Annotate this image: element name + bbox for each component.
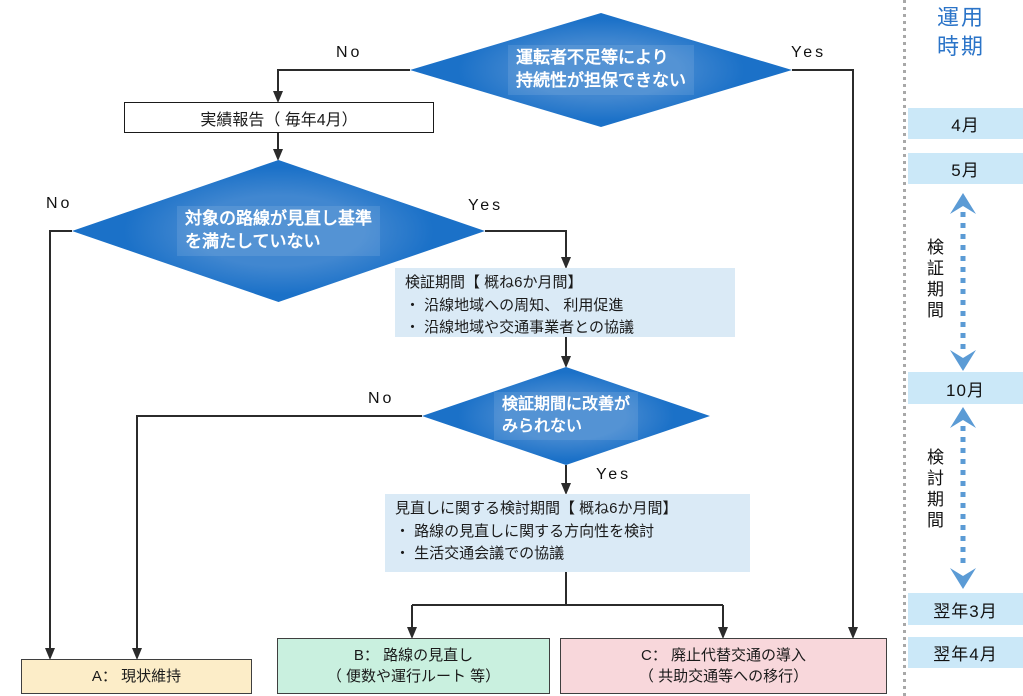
connector-d1-no-to-report — [273, 69, 410, 103]
no-label-middle: No — [46, 195, 73, 212]
yes-label-top: Yes — [791, 44, 827, 61]
decision-improvement-text: 検証期間に改善が みられない — [493, 392, 638, 440]
review-period-title: 見直しに関する検討期間【 概ね6か月間】 — [395, 500, 678, 517]
yes-label-middle: Yes — [468, 197, 504, 214]
connector-d1-yes-to-outcome-c — [792, 69, 858, 639]
decision-improvement-line2: みられない — [501, 418, 582, 435]
month-band-april: 4月 — [908, 108, 1023, 139]
decision-driver-shortage-line2: 持続性が担保できない — [516, 71, 686, 90]
review-period-label: 検討期間 — [924, 448, 943, 532]
outcome-a-label: A： 現状維持 — [91, 668, 182, 685]
outcome-b-box: B： 路線の見直し （ 便数や運行ルート 等） — [277, 638, 550, 694]
review-period-box: 見直しに関する検討期間【 概ね6か月間】 ・ 路線の見直しに関する方向性を検討 … — [385, 494, 750, 572]
month-band-next-march: 翌年3月 — [908, 593, 1023, 625]
decision-improvement-line1: 検証期間に改善が — [501, 396, 630, 414]
timeline-header-line1: 運用 — [936, 5, 985, 30]
review-period-arrow-top-head — [950, 407, 976, 428]
timeline-header: 運用 時期 — [902, 4, 1020, 61]
report-box-label: 実績報告（ 毎年4月） — [200, 111, 358, 129]
month-band-may: 5月 — [908, 153, 1023, 184]
timeline-separator-dotted-line — [903, 0, 906, 696]
connector-d2-no-to-outcome-a — [45, 230, 72, 660]
verification-period-arrow-top-head — [950, 193, 976, 214]
review-period-arrow-bottom-head — [950, 568, 976, 589]
month-band-october: 10月 — [908, 372, 1023, 404]
verification-period-item-2: ・ 沿線地域や交通事業者との協議 — [405, 319, 635, 336]
decision-review-criteria-line1: 対象の路線が見直し基準 — [185, 209, 372, 229]
review-period-item-2: ・ 生活交通会議での協議 — [395, 545, 565, 562]
verification-period-item-1: ・ 沿線地域への周知、 利用促進 — [405, 296, 624, 314]
timeline-header-line2: 時期 — [936, 33, 985, 59]
outcome-b-line2: （ 便数や運行ルート 等） — [326, 668, 501, 685]
connector-d2-yes-to-verification — [485, 230, 571, 269]
no-label-top: No — [336, 44, 363, 61]
outcome-a-box: A： 現状維持 — [21, 659, 252, 694]
decision-review-criteria-text: 対象の路線が見直し基準 を満たしていない — [177, 206, 380, 256]
outcome-c-box: C： 廃止代替交通の導入 （ 共助交通等への移行） — [560, 638, 887, 694]
report-box: 実績報告（ 毎年4月） — [124, 102, 434, 133]
verification-period-arrow-bottom-head — [950, 350, 976, 371]
outcome-c-line1: C： 廃止代替交通の導入 — [640, 647, 806, 664]
month-band-next-april: 翌年4月 — [908, 637, 1023, 668]
verification-period-box: 検証期間【 概ね6か月間】 ・ 沿線地域への周知、 利用促進 ・ 沿線地域や交通… — [395, 268, 735, 337]
no-label-bottom: No — [368, 390, 395, 407]
decision-review-criteria-line2: を満たしていない — [185, 232, 321, 251]
connector-d3-no-to-outcome-a — [132, 415, 422, 660]
yes-label-bottom: Yes — [596, 466, 632, 483]
outcome-b-line1: B： 路線の見直し — [353, 647, 474, 664]
verification-period-label: 検証期間 — [924, 238, 943, 322]
decision-driver-shortage-text: 運転者不足等により 持続性が担保できない — [508, 45, 694, 95]
decision-driver-shortage-line1: 運転者不足等により — [516, 48, 669, 68]
verification-period-title: 検証期間【 概ね6か月間】 — [405, 274, 583, 291]
review-period-item-1: ・ 路線の見直しに関する方向性を検討 — [395, 522, 655, 540]
outcome-c-line2: （ 共助交通等への移行） — [638, 668, 809, 685]
